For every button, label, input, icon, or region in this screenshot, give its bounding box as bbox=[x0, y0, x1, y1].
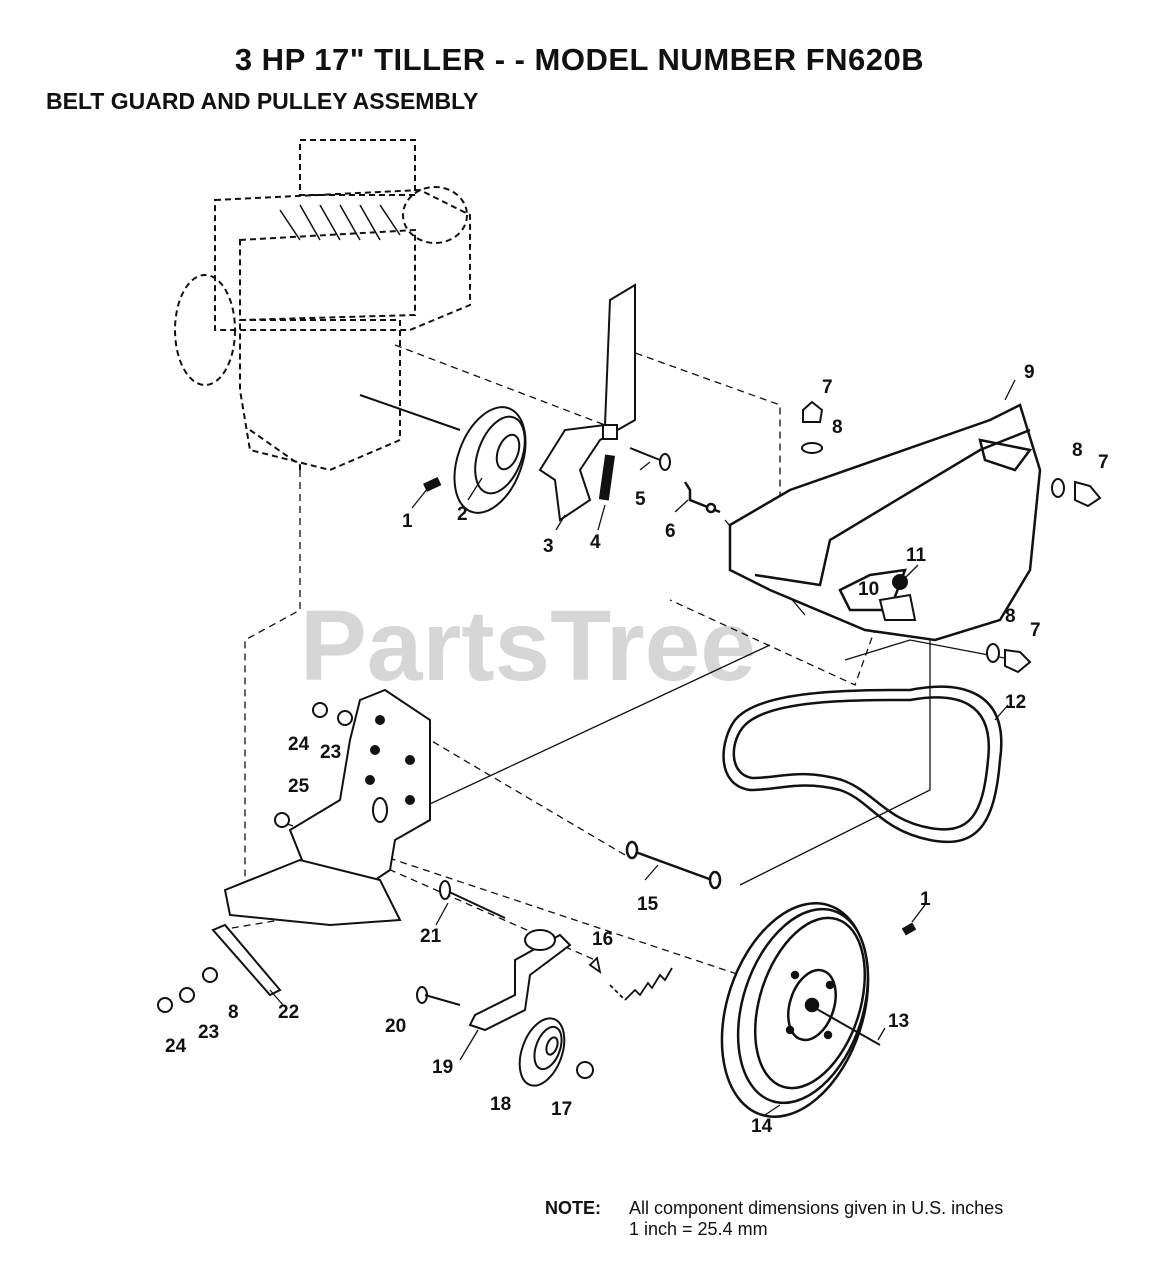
part-label-8-lower: 8 bbox=[1005, 606, 1016, 627]
part-label-8-top: 8 bbox=[832, 417, 843, 438]
part-label-17: 17 bbox=[551, 1099, 572, 1120]
set-screw bbox=[423, 476, 442, 492]
shaft-part-21 bbox=[439, 880, 506, 919]
part-label-8-bottom: 8 bbox=[228, 1002, 239, 1023]
large-pulley bbox=[720, 902, 870, 1118]
part-label-7-right: 7 bbox=[1098, 452, 1109, 473]
part-label-16: 16 bbox=[592, 929, 613, 950]
idler-pulley bbox=[518, 1017, 566, 1087]
engine-outline bbox=[174, 139, 471, 472]
engine-fins bbox=[279, 204, 401, 241]
part-label-24-bottom: 24 bbox=[165, 1036, 187, 1057]
part-label-20: 20 bbox=[385, 1016, 406, 1037]
belt-guide-bracket bbox=[538, 283, 636, 522]
acorn-nut-lower bbox=[986, 643, 1032, 674]
note-label: NOTE: bbox=[545, 1198, 601, 1218]
part-label-13: 13 bbox=[888, 1011, 909, 1032]
part-label-14: 14 bbox=[751, 1116, 773, 1137]
part-label-12: 12 bbox=[1005, 692, 1026, 713]
fastener-stack-bottom bbox=[157, 967, 218, 1013]
bolt-part-20 bbox=[416, 986, 461, 1006]
part-label-6: 6 bbox=[665, 521, 676, 542]
note-text: All component dimensions given in U.S. i… bbox=[629, 1198, 1003, 1240]
set-screw-lower bbox=[901, 922, 917, 936]
bolt-part-5 bbox=[629, 447, 671, 471]
part-label-22: 22 bbox=[278, 1002, 299, 1023]
part-label-7-top: 7 bbox=[822, 377, 833, 398]
crankshaft bbox=[359, 394, 461, 431]
part-label-25: 25 bbox=[288, 776, 310, 797]
page-title: 3 HP 17" TILLER - - MODEL NUMBER FN620B bbox=[234, 42, 925, 77]
part-label-7-lower: 7 bbox=[1030, 620, 1041, 641]
drive-belt bbox=[722, 685, 1003, 844]
part-label-4: 4 bbox=[590, 532, 601, 553]
part-label-2: 2 bbox=[457, 504, 468, 525]
part-label-1-lower: 1 bbox=[920, 889, 931, 910]
bolt-part-4 bbox=[598, 454, 616, 501]
part-label-3: 3 bbox=[543, 536, 554, 557]
note-line-1: All component dimensions given in U.S. i… bbox=[629, 1198, 1004, 1218]
diagram-subtitle: BELT GUARD AND PULLEY ASSEMBLY bbox=[46, 88, 479, 114]
fastener-25 bbox=[274, 812, 290, 828]
nut-part-17 bbox=[576, 1061, 594, 1079]
part-label-8-right: 8 bbox=[1072, 440, 1083, 461]
acorn-nut-top bbox=[801, 400, 824, 454]
mounting-plate bbox=[223, 688, 431, 927]
acorn-nut-right bbox=[1051, 478, 1102, 508]
part-label-1-top: 1 bbox=[402, 511, 413, 532]
note-line-2: 1 inch = 25.4 mm bbox=[629, 1219, 768, 1239]
part-label-10: 10 bbox=[858, 579, 879, 600]
part-label-11: 11 bbox=[906, 545, 927, 566]
label-leaders bbox=[269, 379, 1016, 1116]
part-label-5: 5 bbox=[635, 489, 646, 510]
idler-arm bbox=[468, 929, 572, 1032]
part-label-23-bottom: 23 bbox=[198, 1022, 219, 1043]
guard-rod bbox=[683, 481, 721, 514]
spring bbox=[588, 956, 673, 1001]
part-label-23-top: 23 bbox=[320, 742, 341, 763]
part-label-18: 18 bbox=[490, 1094, 511, 1115]
dimension-note: NOTE: All component dimensions given in U… bbox=[545, 1198, 1003, 1240]
guard-clip bbox=[878, 574, 917, 621]
bracket-part-22 bbox=[211, 923, 282, 997]
watermark: PartsTree bbox=[300, 590, 756, 702]
engine-pulley bbox=[453, 406, 527, 514]
fastener-24-23-top bbox=[312, 702, 353, 726]
part-label-19: 19 bbox=[432, 1057, 453, 1078]
pulley-bolt bbox=[814, 1007, 881, 1046]
belt-guide-rod bbox=[625, 840, 722, 890]
part-label-24-top: 24 bbox=[288, 734, 310, 755]
part-label-9: 9 bbox=[1024, 362, 1035, 383]
part-label-15: 15 bbox=[637, 894, 659, 915]
belt-guard bbox=[728, 403, 1042, 642]
part-label-21: 21 bbox=[420, 926, 442, 947]
